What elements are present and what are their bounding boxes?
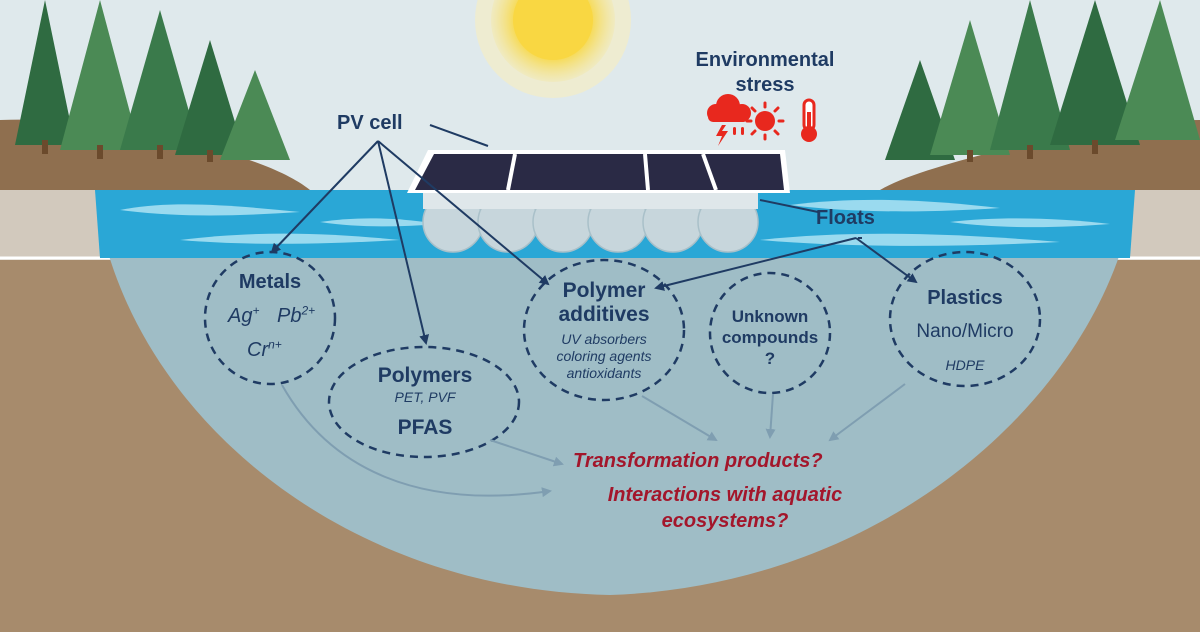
environmental-stress-label: Environmental stress [670,48,860,98]
cr-charge: n+ [268,337,282,352]
polymers-circle [327,345,521,459]
pv-cell-pointer [429,124,489,147]
question-interactions: Interactions with aquatic ecosystems? [565,482,885,534]
additive-antioxidants: antioxidants [566,365,642,381]
cr-symbol: Cr [247,339,269,361]
wave-highlights [120,199,1110,246]
unknown-question-mark: ? [764,349,776,368]
plastics-circle [888,250,1042,388]
plastics-subtitle: Nano/Micro [916,321,1014,342]
additive-uv-absorbers: UV absorbers [561,331,647,347]
unknown-line1: Unknown [731,307,809,326]
sun-heat-icon [745,101,785,141]
ag-charge: + [252,303,260,318]
polymer-additives-list: UV absorbers coloring agents antioxidant… [524,331,684,382]
polymer-additives-line2: additives [558,303,650,326]
additive-coloring-agents: coloring agents [556,348,652,364]
plastics-hdpe: HDPE [945,357,985,373]
metals-circle [203,250,337,386]
pv-cell-label: PV cell [337,112,403,134]
cr-ion: Crn+ [247,337,282,362]
polymer-additives-line1: Polymer [562,279,646,302]
polymers-title: Polymers [377,364,473,387]
pb-ion: Pb2+ [277,303,316,328]
plastics-title: Plastics [927,287,1003,309]
ag-ion: Ag+ [228,303,260,328]
unknown-line2: compounds [721,328,819,347]
env-stress-line2: stress [735,74,795,96]
floats-arrows [654,237,918,291]
pb-charge: 2+ [301,303,316,318]
question-interactions-line2: ecosystems? [661,510,789,532]
storm-cloud-icon [707,94,751,146]
metals-title: Metals [238,271,302,293]
floats-pointer [759,199,819,213]
pb-symbol: Pb [277,305,302,327]
polymer-additives-circle [522,258,686,402]
floats [422,191,759,253]
ag-symbol: Ag [228,305,253,327]
floats-label: Floats [816,207,875,229]
pv-panel [407,150,790,193]
pv-arrows [270,140,550,345]
polymers-subtitle: PET, PVF [394,389,456,405]
lake-basin [95,190,1135,595]
unknown-circle [708,271,832,395]
pfas-label: PFAS [397,416,453,439]
question-arrows [281,383,906,498]
unknown-compounds-title: Unknown compounds ? [705,306,835,369]
question-transformation-products: Transformation products? [573,450,823,472]
right-trees [885,0,1200,162]
sun [475,0,631,98]
polymer-additives-title: Polymer additives [524,279,684,327]
question-interactions-line1: Interactions with aquatic [607,484,843,506]
left-trees [15,0,290,162]
env-stress-line1: Environmental [695,49,835,71]
thermometer-icon [801,98,817,142]
